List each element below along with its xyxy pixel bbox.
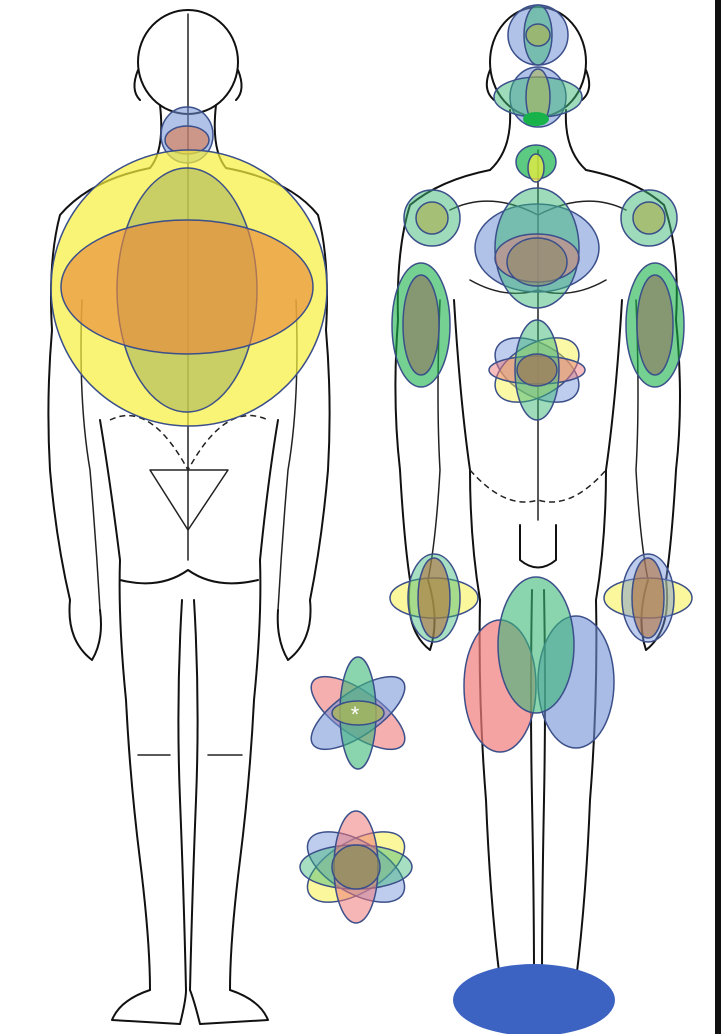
throat-marker-yellow: [528, 154, 544, 182]
foot-marker-blue: [453, 964, 615, 1034]
upper-back-marker-orange: [61, 220, 313, 354]
right-border: [715, 0, 721, 1034]
back-view-markings: [51, 107, 327, 426]
front-view-markings: [390, 5, 692, 1034]
asterisk-label: *: [351, 702, 360, 727]
abdomen-marker-center: [517, 354, 557, 386]
thigh-marker-green: [498, 577, 574, 713]
chest-marker-center: [507, 238, 567, 286]
mouth-marker-green: [523, 112, 549, 126]
right-hand-marker-center: [418, 558, 450, 638]
left-hand-marker-center: [632, 558, 664, 638]
left-shoulder-inner: [633, 202, 665, 234]
right-shoulder-inner: [416, 202, 448, 234]
rainbow-flower-marker: [296, 811, 416, 923]
left-arm-marker-inner: [637, 275, 673, 375]
right-arm-marker-inner: [403, 275, 439, 375]
crown-marker-center: [526, 24, 550, 46]
